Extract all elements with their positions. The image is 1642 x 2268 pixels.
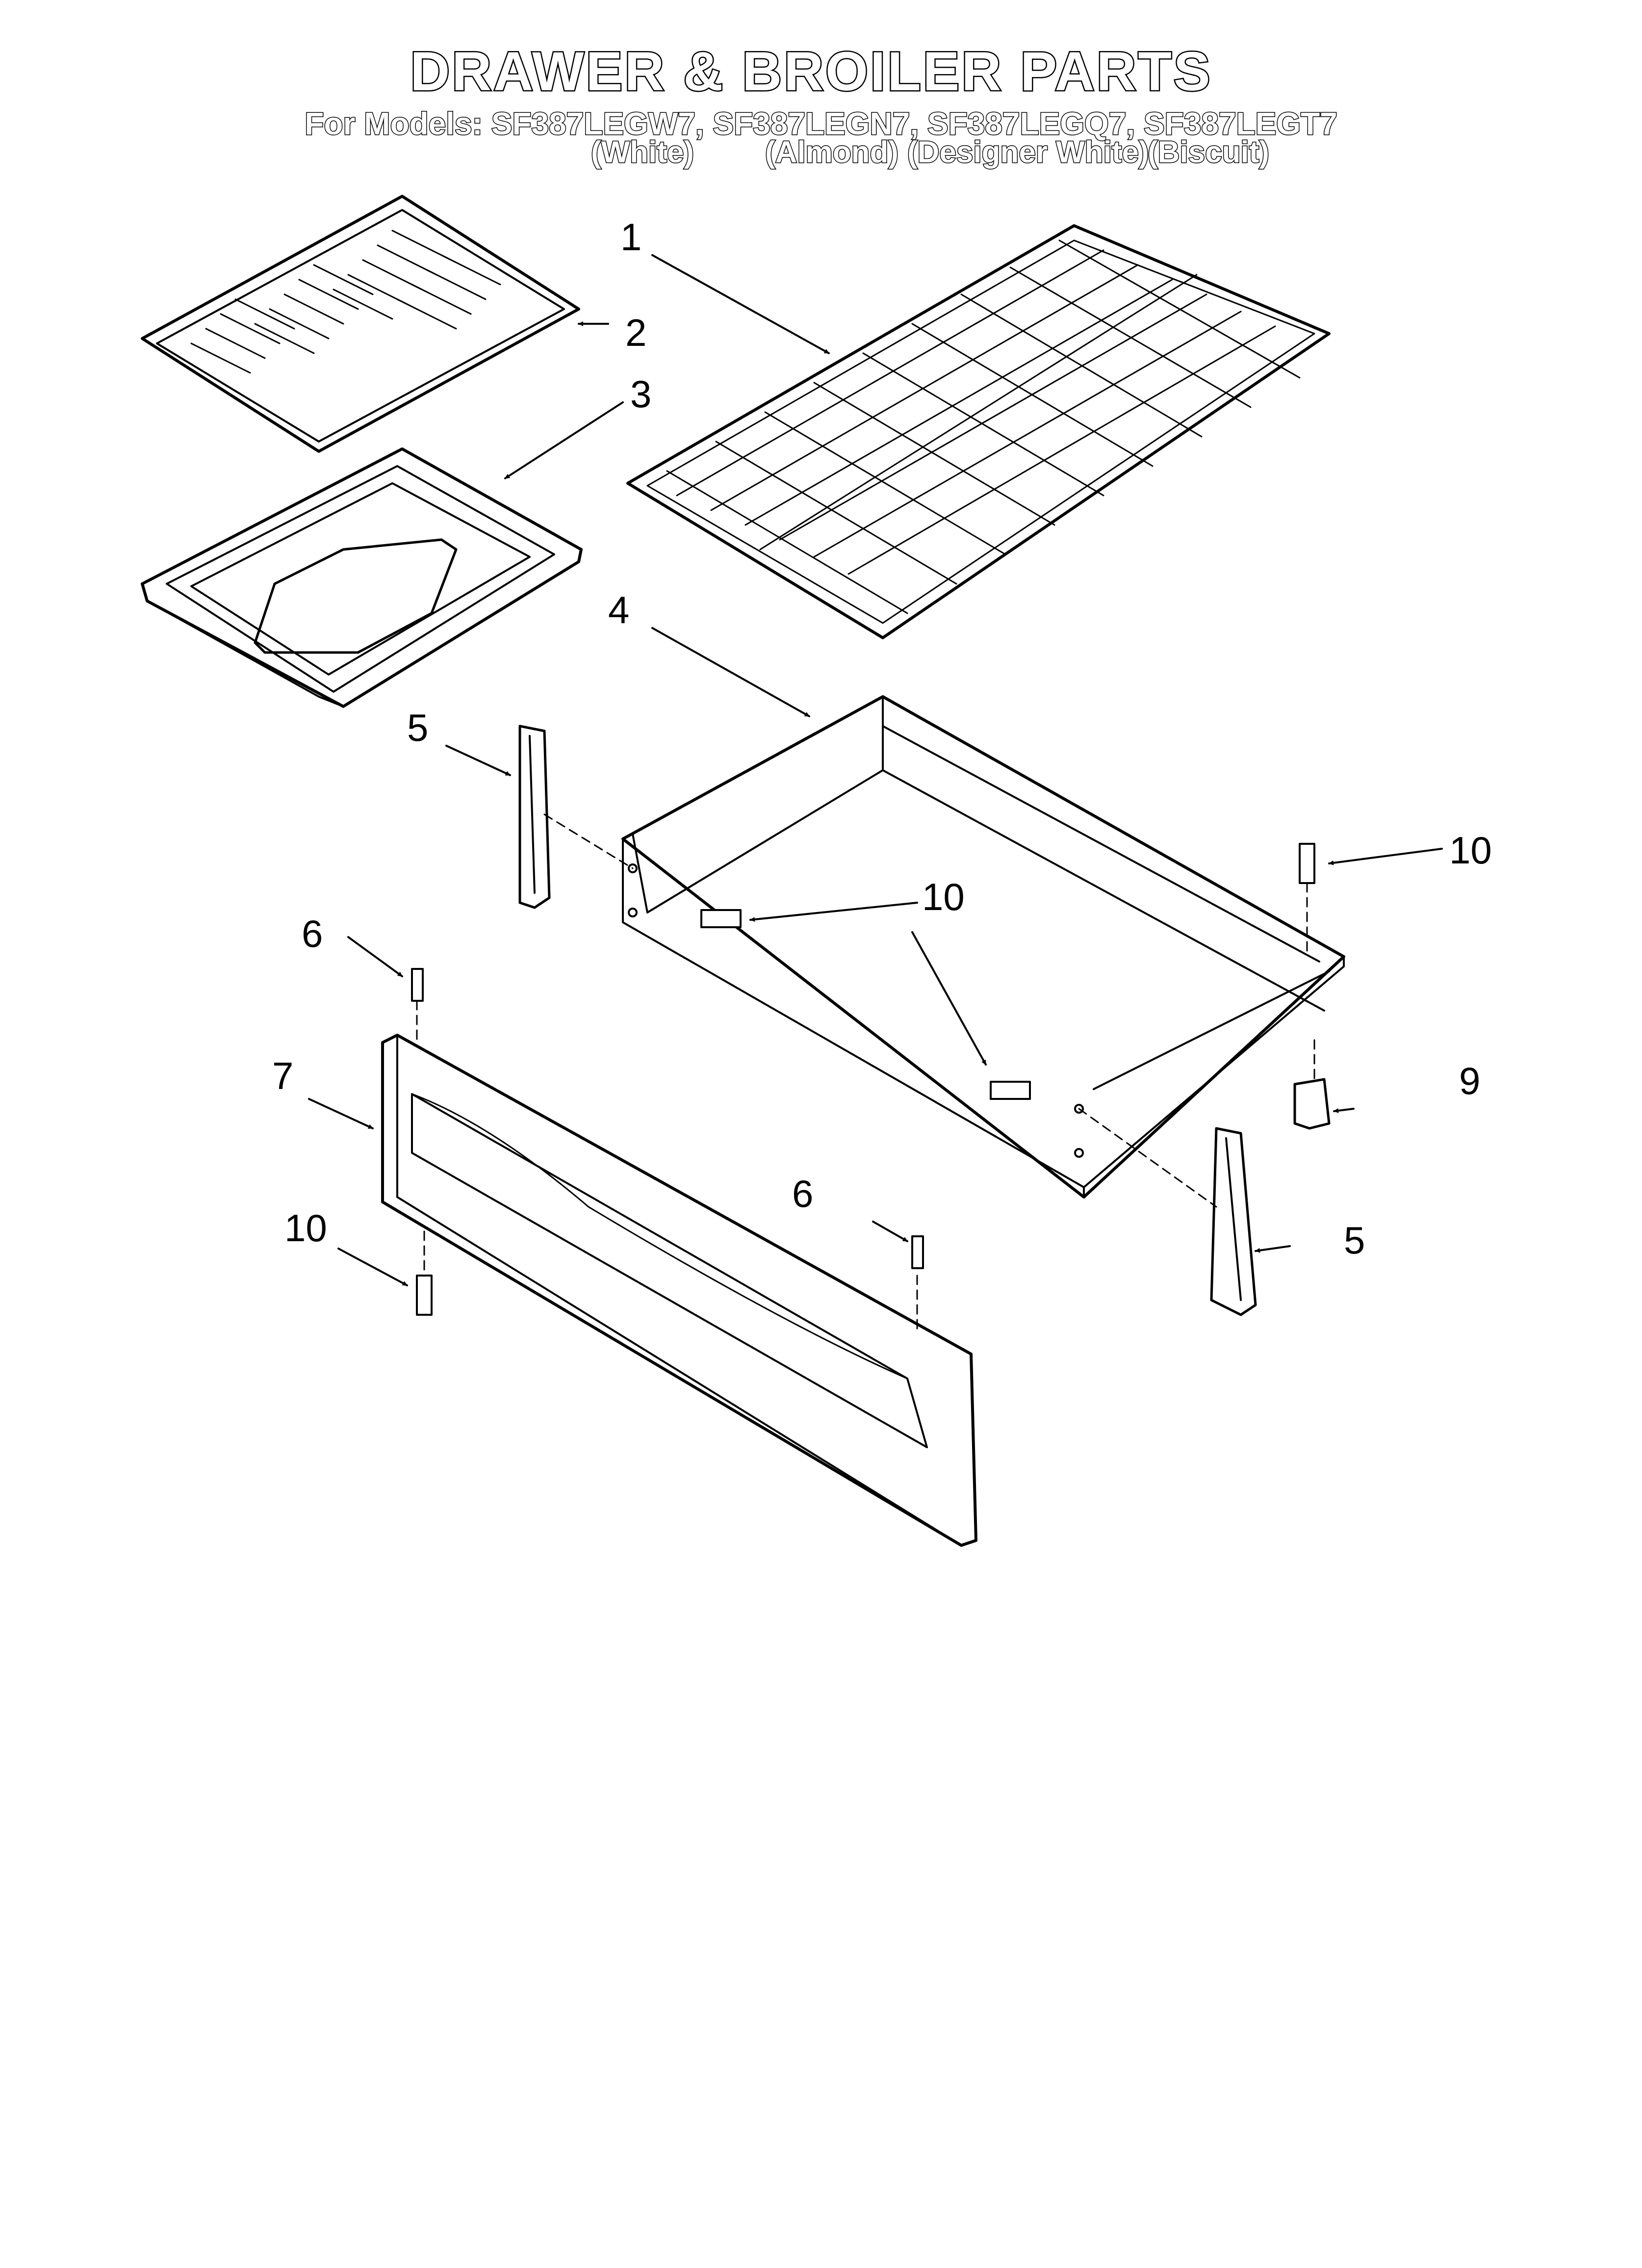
callout-6-right: 6 [792, 1172, 813, 1215]
page-title: DRAWER & BROILER PARTS [409, 41, 1212, 102]
oven-rack [626, 224, 1331, 639]
drawer-clip [1293, 1078, 1331, 1130]
color-almond: (Almond) [764, 135, 899, 169]
callout-5-right: 5 [1344, 1219, 1365, 1262]
callout-9: 9 [1459, 1059, 1480, 1102]
models-line: For Models: SF387LEGW7, SF387LEGN7, SF38… [304, 106, 1338, 141]
drawer-front [381, 1034, 977, 1547]
screw-drawer-left [700, 909, 742, 928]
color-white: (White) [590, 135, 694, 169]
callout-10-drawer: 10 [922, 875, 965, 918]
callout-1: 1 [620, 215, 641, 259]
screw-top-right [1299, 843, 1315, 884]
color-designer-white: (Designer White) [907, 135, 1150, 169]
callout-5-left: 5 [407, 706, 428, 749]
callout-6-left: 6 [302, 912, 323, 955]
broiler-pan [141, 447, 583, 708]
pin-right [911, 1235, 924, 1269]
callout-10-top-right: 10 [1449, 829, 1492, 872]
color-biscuit: (Biscuit) [1147, 135, 1270, 169]
callout-4: 4 [608, 588, 629, 631]
header: DRAWER & BROILER PARTS For Models: SF387… [0, 41, 1642, 141]
drawer-slide-right [1210, 1127, 1257, 1316]
callout-7: 7 [272, 1054, 293, 1097]
alignment-lines [416, 813, 1315, 1335]
callout-2: 2 [625, 311, 646, 354]
callout-10-front-left: 10 [284, 1206, 327, 1250]
screw-drawer-right [990, 1081, 1031, 1100]
drawer-slide-left [518, 725, 551, 909]
screw-front-left [416, 1275, 433, 1316]
broiler-grid [141, 195, 580, 453]
leader-arrows [308, 254, 1443, 1286]
callout-3: 3 [630, 372, 651, 416]
drawer-body [621, 695, 1345, 1199]
pin-left [411, 968, 424, 1002]
